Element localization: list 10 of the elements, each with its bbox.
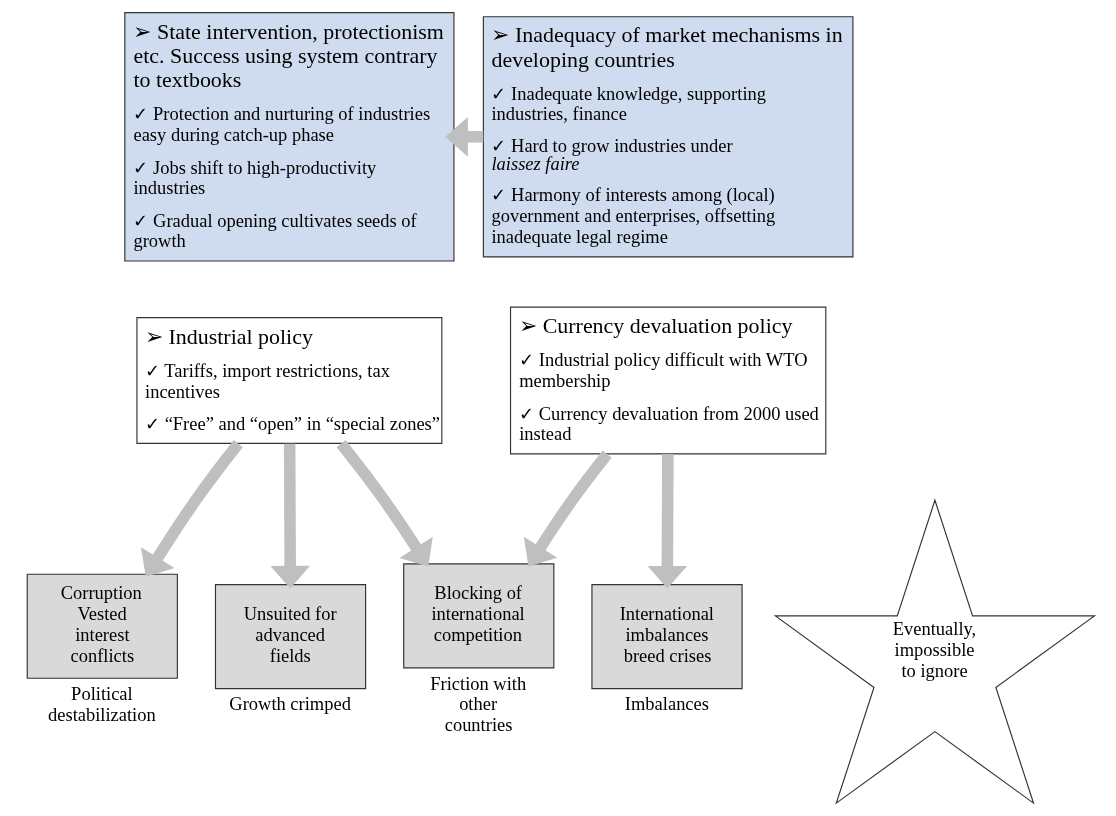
node-label: Friction with other countries bbox=[429, 673, 526, 736]
node-label: Growth crimped bbox=[228, 694, 351, 715]
arrow bbox=[269, 443, 310, 589]
arrow bbox=[336, 440, 433, 567]
arrow bbox=[647, 454, 687, 589]
arrow bbox=[140, 440, 243, 577]
arrow bbox=[523, 450, 612, 567]
arrow bbox=[444, 117, 483, 157]
node-label: Imbalances bbox=[624, 694, 709, 715]
node-label: Political destabilization bbox=[47, 683, 156, 725]
